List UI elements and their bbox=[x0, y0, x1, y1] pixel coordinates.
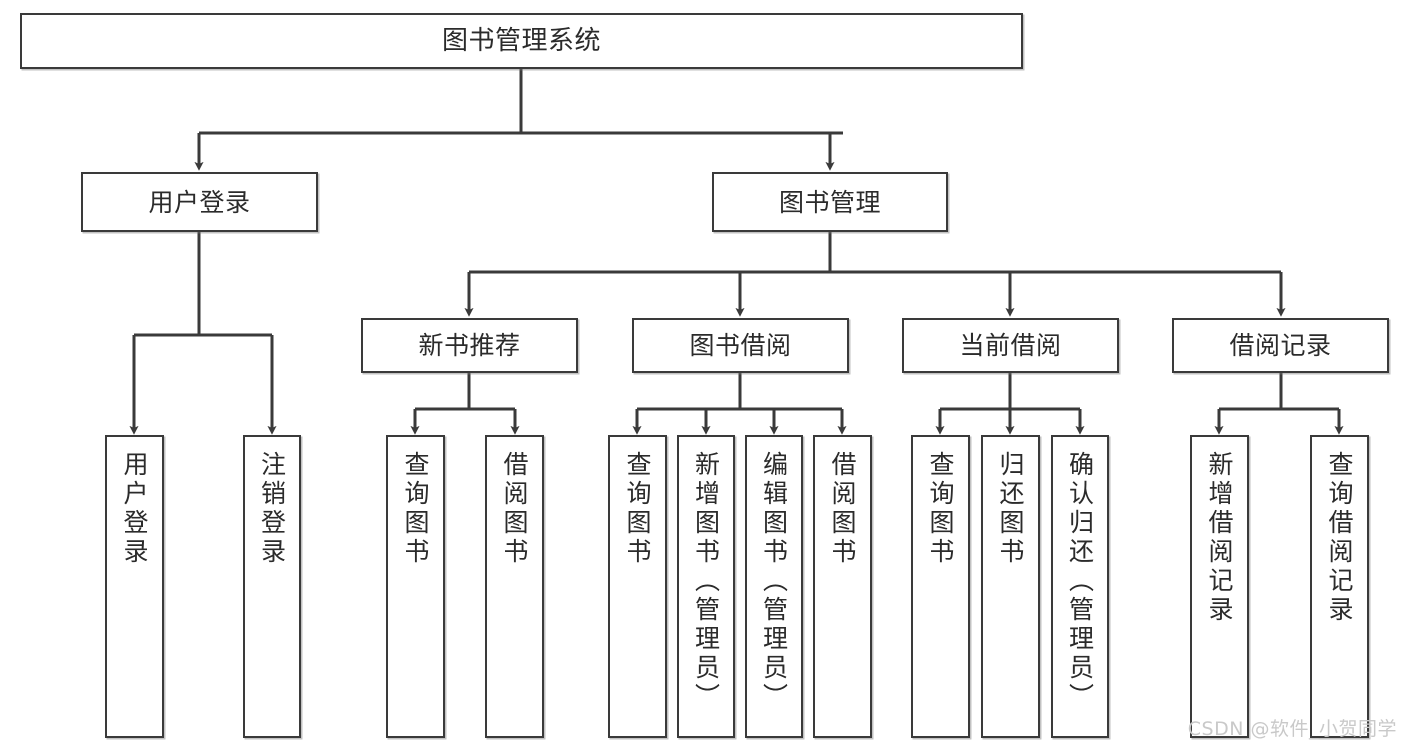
node-leaf-logout[interactable]: 注销登录 bbox=[243, 435, 301, 738]
node-book-manage-label: 图书管理 bbox=[778, 187, 881, 217]
node-root[interactable]: 图书管理系统 bbox=[20, 13, 1023, 69]
node-leaf-borrow-book-b[interactable]: 借阅图书 bbox=[813, 435, 872, 738]
node-current-borrow[interactable]: 当前借阅 bbox=[902, 318, 1119, 373]
node-book-manage[interactable]: 图书管理 bbox=[712, 172, 948, 232]
node-leaf-edit-book[interactable]: 编辑图书（管理员） bbox=[745, 435, 803, 738]
node-current-borrow-label: 当前借阅 bbox=[959, 331, 1062, 360]
node-user-login-label: 用户登录 bbox=[148, 187, 251, 217]
node-book-borrow[interactable]: 图书借阅 bbox=[632, 318, 849, 373]
node-user-login[interactable]: 用户登录 bbox=[81, 172, 318, 232]
node-leaf-confirm-return[interactable]: 确认归还（管理员） bbox=[1051, 435, 1109, 738]
node-leaf-query-book-c[interactable]: 查询图书 bbox=[911, 435, 970, 738]
node-leaf-query-book-new-label: 查询图书 bbox=[401, 451, 430, 567]
node-leaf-query-book-c-label: 查询图书 bbox=[926, 451, 955, 567]
node-leaf-confirm-return-label: 确认归还（管理员） bbox=[1065, 451, 1095, 712]
node-leaf-logout-label: 注销登录 bbox=[257, 451, 287, 567]
node-leaf-query-book-b-label: 查询图书 bbox=[623, 451, 652, 567]
node-leaf-edit-book-label: 编辑图书（管理员） bbox=[759, 451, 789, 712]
node-leaf-user-login[interactable]: 用户登录 bbox=[105, 435, 164, 738]
node-leaf-add-record-label: 新增借阅记录 bbox=[1205, 451, 1234, 625]
csdn-watermark: CSDN @软件_小贺同学 bbox=[1187, 718, 1397, 740]
node-leaf-query-book-new[interactable]: 查询图书 bbox=[386, 435, 445, 738]
node-leaf-add-book[interactable]: 新增图书（管理员） bbox=[677, 435, 735, 738]
node-borrow-record-label: 借阅记录 bbox=[1229, 331, 1332, 360]
node-borrow-record[interactable]: 借阅记录 bbox=[1172, 318, 1389, 373]
node-book-borrow-label: 图书借阅 bbox=[689, 331, 792, 360]
node-leaf-user-login-label: 用户登录 bbox=[120, 451, 149, 567]
node-new-book-rec-label: 新书推荐 bbox=[418, 331, 521, 360]
node-new-book-rec[interactable]: 新书推荐 bbox=[361, 318, 578, 373]
node-leaf-add-record[interactable]: 新增借阅记录 bbox=[1190, 435, 1249, 738]
node-leaf-borrow-book-b-label: 借阅图书 bbox=[828, 451, 857, 567]
node-leaf-borrow-book-new[interactable]: 借阅图书 bbox=[485, 435, 544, 738]
node-leaf-query-record[interactable]: 查询借阅记录 bbox=[1310, 435, 1369, 738]
node-leaf-return-book-label: 归还图书 bbox=[996, 451, 1025, 567]
node-leaf-query-record-label: 查询借阅记录 bbox=[1325, 451, 1354, 625]
node-leaf-return-book[interactable]: 归还图书 bbox=[981, 435, 1040, 738]
node-leaf-borrow-book-new-label: 借阅图书 bbox=[500, 451, 529, 567]
node-leaf-query-book-b[interactable]: 查询图书 bbox=[608, 435, 667, 738]
node-leaf-add-book-label: 新增图书（管理员） bbox=[691, 451, 721, 712]
node-root-label: 图书管理系统 bbox=[441, 25, 601, 56]
